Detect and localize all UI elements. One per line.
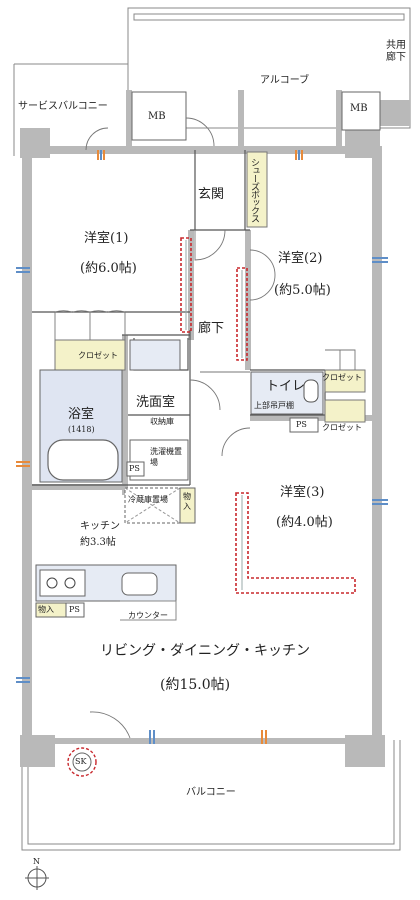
ps-kitchen-box (65, 602, 85, 618)
closet-toilet-top (324, 369, 366, 393)
washroom-name: 洗面室 (136, 395, 176, 410)
sk-circle (67, 747, 97, 777)
balcony-label: バルコニー (186, 787, 236, 798)
fridge-label: 冷蔵庫置場 (128, 495, 168, 504)
western1-size: (約6.0帖) (80, 261, 137, 276)
storage-fridge (179, 487, 196, 524)
toilet-note: 上部吊戸棚 (254, 401, 294, 410)
ldk-name: リビング・ダイニング・キッチン (100, 643, 310, 659)
shoes-box-label: シューズボックス (249, 158, 259, 222)
ps-toilet-label: PS (296, 420, 307, 429)
western3-size: (約4.0帖) (276, 515, 333, 530)
ldk-size: (約15.0帖) (160, 677, 231, 693)
bathtub (47, 439, 119, 481)
mb-right-box (341, 91, 381, 131)
washer-label: 洗濯機置場 (150, 447, 182, 467)
sliding-door-2 (236, 267, 248, 361)
ps-wash-label: PS (129, 464, 140, 473)
sk-label: SK (75, 757, 87, 766)
bath-name: 浴室 (68, 407, 95, 422)
closet1-label: クロゼット (78, 351, 118, 360)
kitchen-name: キッチン (80, 521, 120, 532)
service-balcony-label: サービスバルコニー (18, 101, 108, 112)
western2-size: (約5.0帖) (274, 283, 331, 298)
western2-name: 洋室(2) (278, 251, 323, 266)
balcony-outline (21, 740, 401, 851)
closet-toilet-bottom (324, 399, 366, 423)
sliding-door-1 (180, 237, 192, 333)
service-balcony-outline (13, 63, 128, 156)
mb-right-label: MB (350, 103, 368, 114)
compass-label: N (33, 857, 40, 866)
kitchen-size: 約3.3帖 (80, 537, 116, 548)
closet-toilet-top-label: クロゼット (322, 373, 362, 382)
ps-wash-box (126, 461, 145, 477)
washroom-storage: 収納庫 (150, 417, 174, 426)
storage-fridge-label: 物入 (183, 492, 191, 511)
western1-name: 洋室(1) (84, 231, 129, 246)
ps-kitchen-label: PS (69, 605, 80, 614)
bath-size: (1418) (68, 425, 95, 434)
shared-corridor-label: 共用廊下 (386, 40, 406, 63)
compass-icon (25, 866, 49, 890)
wall-north (22, 146, 382, 154)
alcove-outline (127, 7, 411, 129)
wall-west (22, 146, 32, 746)
washbasin (129, 339, 181, 371)
wall-south (32, 738, 377, 744)
toilet-name: トイレ (266, 379, 306, 394)
shoes-box (246, 151, 268, 228)
storage-kitchen-label: 物入 (38, 605, 54, 614)
ps-toilet-box (289, 417, 319, 433)
alcove-label: アルコーブ (260, 75, 310, 86)
wall-east (372, 146, 382, 746)
counter-label: カウンター (128, 611, 168, 620)
mb-left-label: MB (148, 111, 166, 122)
western3-name: 洋室(3) (280, 485, 325, 500)
entrance-label: 玄関 (198, 187, 225, 202)
corridor-label: 廊下 (198, 321, 225, 336)
closet-toilet-bottom-label: クロゼット (322, 423, 362, 432)
mb-left-box (131, 91, 187, 141)
sliding-door-3 (235, 492, 356, 594)
